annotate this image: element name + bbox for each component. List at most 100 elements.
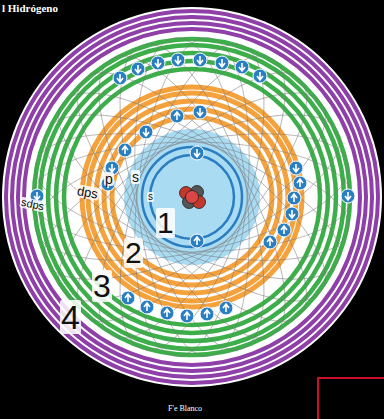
orbit-line (24, 110, 360, 284)
shell-2-band (88, 93, 296, 301)
subshell-letter: dps (75, 184, 100, 201)
electron-dot (193, 53, 207, 67)
subshell-letter: s (147, 192, 154, 202)
spin-arrow (197, 108, 203, 116)
electron-dot (118, 143, 132, 157)
spin-arrow (197, 56, 203, 64)
electron (190, 146, 204, 160)
shell-3-band (34, 39, 350, 355)
electron (170, 109, 184, 123)
shell-1-ring (142, 147, 242, 247)
shell-number: 3 (92, 270, 112, 302)
spin-arrow (194, 237, 200, 245)
orbit-line (121, 32, 264, 362)
shell-number: 1 (156, 208, 175, 238)
spin-arrow (109, 164, 115, 172)
shell-number: 4 (60, 300, 81, 334)
spin-arrow (289, 210, 295, 218)
spin-arrow (117, 74, 123, 82)
spin-arrow (122, 146, 128, 154)
electron-dot (289, 161, 303, 175)
electron (140, 300, 154, 314)
spin-arrow (293, 164, 299, 172)
orbit-line (30, 58, 354, 335)
shell-1-ring (142, 147, 242, 247)
subshell-letter: s (131, 170, 140, 184)
electron (193, 105, 207, 119)
electron (277, 223, 291, 237)
electron (285, 207, 299, 221)
electron (200, 307, 214, 321)
electron-dot (151, 56, 165, 70)
spin-arrow (125, 294, 131, 302)
subshell-letter: p (104, 172, 114, 186)
electron (341, 189, 355, 203)
spin-arrow (175, 56, 181, 64)
electron-dot (170, 109, 184, 123)
spin-arrow (267, 238, 273, 246)
shell-1-ring (150, 155, 234, 239)
shell-3-band (34, 39, 350, 355)
shell-2-band (96, 101, 288, 293)
orbit-line (121, 32, 264, 362)
shell-2-band (104, 109, 280, 285)
shell-1-disc (124, 129, 260, 265)
orbit-line (64, 31, 319, 363)
electron (190, 234, 204, 248)
electron-dot (219, 301, 233, 315)
shell-3-band (48, 53, 336, 341)
atom-ground (2, 7, 382, 387)
electron-dot (190, 146, 204, 160)
electron (139, 125, 153, 139)
shell-4-band (6, 11, 378, 383)
electron (160, 306, 174, 320)
spin-arrow (174, 112, 180, 120)
spin-arrow (135, 65, 141, 73)
orbit-line (64, 31, 319, 363)
shell-4-band (18, 23, 366, 371)
electron (151, 56, 165, 70)
orbit-web (23, 28, 360, 366)
spin-arrow (204, 310, 210, 318)
shell-4-band (6, 11, 378, 383)
electron (193, 53, 207, 67)
spin-arrow (184, 312, 190, 320)
electron (253, 69, 267, 83)
electron (118, 143, 132, 157)
orbit-line (32, 142, 352, 252)
nucleus (180, 186, 206, 209)
spin-arrow (297, 179, 303, 187)
electron (113, 71, 127, 85)
electron (219, 301, 233, 315)
orbit-line (23, 82, 360, 313)
electron-dot (193, 105, 207, 119)
electron (287, 191, 301, 205)
electron-dot (277, 223, 291, 237)
electron (131, 62, 145, 76)
orbit-line (44, 41, 340, 352)
electron (180, 309, 194, 323)
orbit-line (44, 41, 340, 352)
electron-dot (215, 56, 229, 70)
shell-number: 2 (124, 238, 143, 268)
spin-arrow (155, 59, 161, 67)
spin-arrow (345, 192, 351, 200)
electron-dot (285, 207, 299, 221)
frame-corner (318, 378, 384, 419)
spin-arrow (223, 304, 229, 312)
spin-arrow (281, 226, 287, 234)
title: l Hidrógeno (2, 3, 58, 14)
spin-arrow (143, 128, 149, 136)
electron-dot (263, 235, 277, 249)
electrons (30, 53, 355, 323)
electron-dot (293, 176, 307, 190)
electron-dot (180, 309, 194, 323)
electron (263, 235, 277, 249)
nucleon (186, 191, 199, 204)
credit-note: F'e Blanco (168, 405, 202, 413)
electron (171, 53, 185, 67)
electron-dot (200, 307, 214, 321)
shell-3-band (40, 45, 344, 349)
